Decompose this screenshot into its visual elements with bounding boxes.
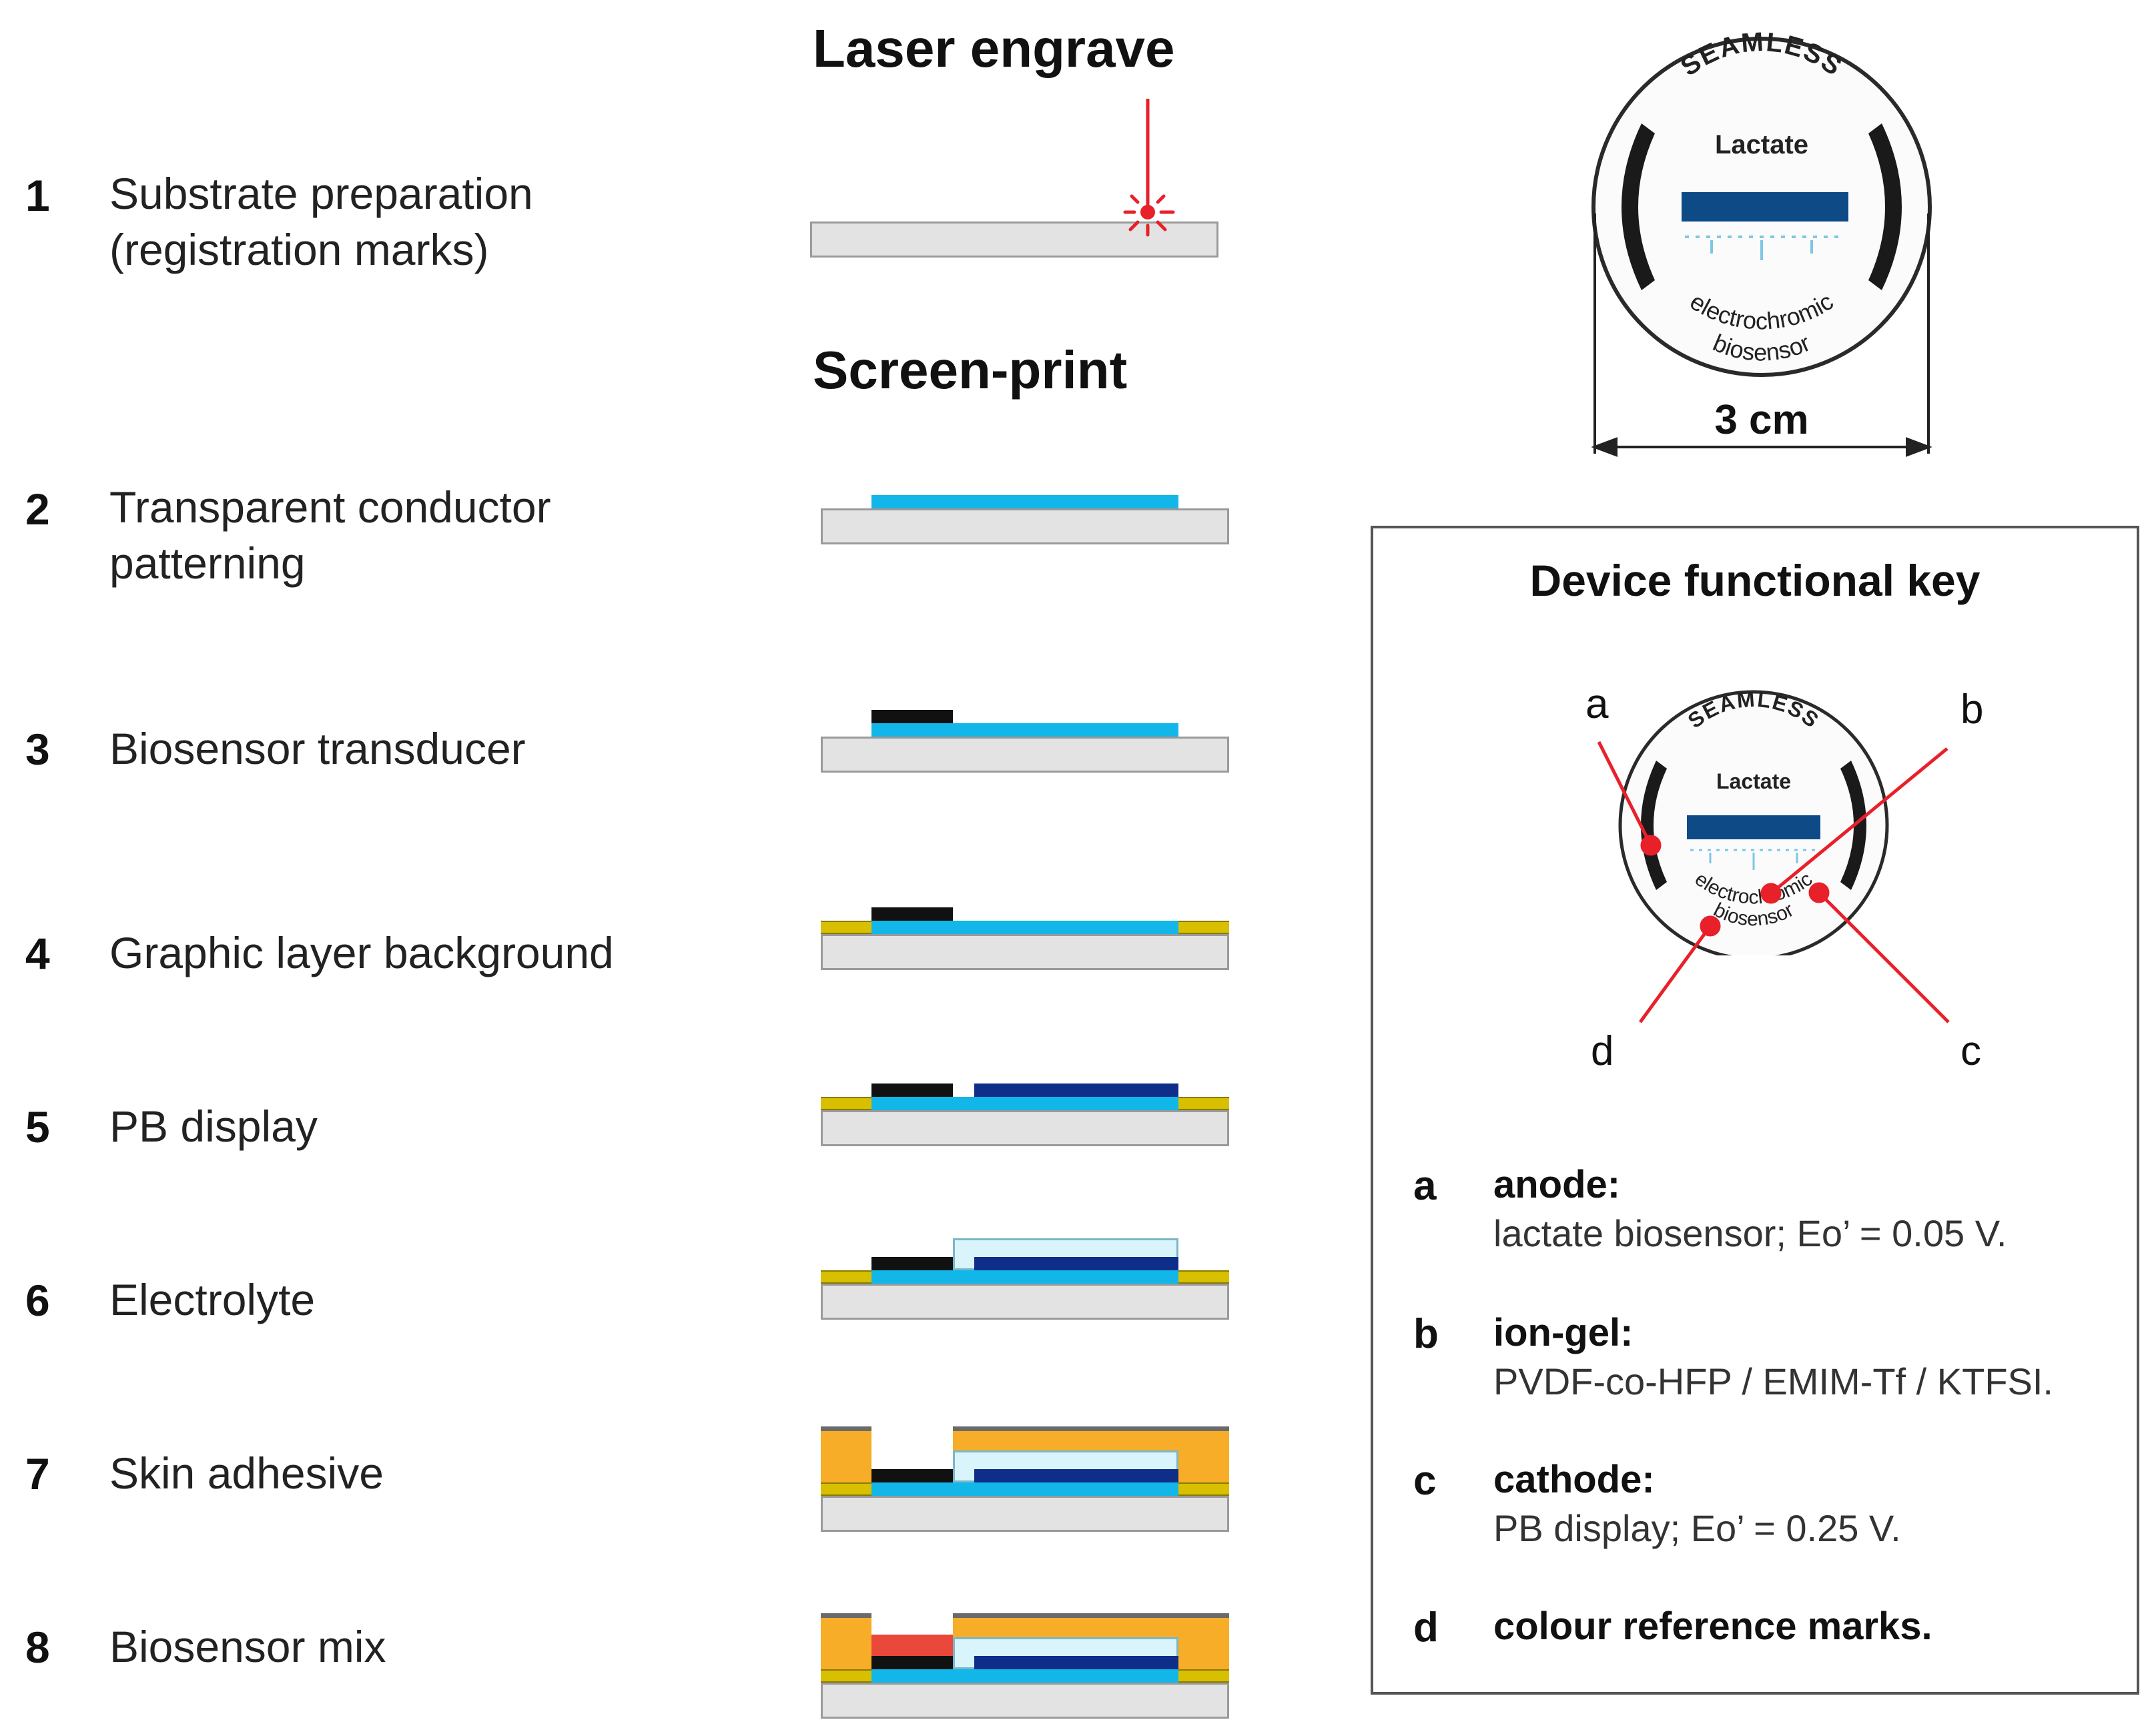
pb-display-layer — [974, 1656, 1178, 1669]
step-label: Graphic layer background — [109, 928, 614, 977]
skin-adhesive-liner-right — [953, 1426, 1229, 1431]
pb-display-layer — [974, 1469, 1178, 1482]
biosensor-transducer-layer — [871, 1656, 953, 1669]
step-number: 7 — [25, 1449, 50, 1498]
graphic-layer-right — [1178, 1482, 1229, 1496]
callout-c: c — [1960, 1028, 1981, 1074]
key-item-term: colour reference marks. — [1493, 1605, 1932, 1648]
skin-adhesive-left — [821, 1428, 871, 1484]
step-label: Biosensor mix — [109, 1622, 386, 1671]
transparent-conductor-layer — [871, 495, 1178, 508]
key-item-desc: PB display; Eo’ = 0.25 V. — [1493, 1507, 1901, 1549]
substrate-layer — [810, 222, 1218, 258]
graphic-layer-right — [1178, 1669, 1229, 1683]
transparent-conductor-layer — [871, 921, 1178, 934]
screen-print-title: Screen-print — [813, 340, 1128, 400]
skin-adhesive-liner-right — [953, 1613, 1229, 1618]
substrate-layer — [821, 1683, 1229, 1719]
step-label: Skin adhesive — [109, 1448, 384, 1498]
biosensor-transducer-layer — [871, 710, 953, 723]
biosensor-transducer-layer — [871, 1469, 953, 1482]
graphic-layer-left — [821, 921, 871, 934]
key-callout-lines — [1597, 741, 1950, 1023]
pb-display-layer — [974, 1083, 1178, 1097]
step-label: Electrolyte — [109, 1275, 316, 1324]
key-item-desc: lactate biosensor; Eo’ = 0.05 V. — [1493, 1212, 2007, 1254]
step-number: 4 — [25, 929, 50, 978]
key-item-desc: PVDF-co-HFP / EMIM-Tf / KTFSI. — [1493, 1360, 2053, 1402]
transparent-conductor-layer — [871, 1097, 1178, 1110]
key-item-letter: b — [1413, 1311, 1439, 1357]
device-right-electrode — [1868, 123, 1902, 290]
graphic-layer-right — [1178, 1097, 1229, 1110]
substrate-layer — [821, 1284, 1229, 1320]
graphic-layer-left — [821, 1482, 871, 1496]
key-item-term: cathode: — [1493, 1458, 1655, 1501]
device-left-electrode — [1622, 123, 1655, 290]
substrate-layer — [821, 1110, 1229, 1146]
pb-display-layer — [974, 1257, 1178, 1270]
callout-a: a — [1585, 681, 1609, 727]
device-analyte-text: Lactate — [1715, 130, 1808, 159]
step-label: PB display — [109, 1102, 318, 1151]
key-item-letter: a — [1413, 1163, 1437, 1209]
key-left-electrode — [1641, 761, 1667, 890]
key-item-term: anode: — [1493, 1163, 1621, 1206]
key-reference-marks — [1690, 849, 1817, 870]
step-number: 6 — [25, 1276, 50, 1325]
substrate-layer — [821, 934, 1229, 970]
step-label: Biosensor transducer — [109, 724, 526, 773]
graphic-layer-right — [1178, 921, 1229, 934]
callout-b: b — [1960, 687, 1984, 733]
callout-d: d — [1591, 1028, 1614, 1074]
step-label: Substrate preparation (registration mark… — [109, 169, 533, 274]
device-reference-marks — [1685, 236, 1845, 260]
graphic-layer-right — [1178, 1270, 1229, 1284]
key-item-letter: d — [1413, 1605, 1439, 1651]
biosensor-transducer-layer — [871, 1083, 953, 1097]
step-number: 3 — [25, 725, 50, 774]
skin-adhesive-liner-left — [821, 1613, 871, 1618]
substrate-layer — [821, 1496, 1229, 1532]
device-photo: SEAMLESS Lactate electrochromic biosenso… — [1591, 27, 1932, 457]
skin-adhesive-left — [821, 1615, 871, 1671]
key-title: Device functional key — [1529, 556, 1981, 605]
substrate-layer — [821, 737, 1229, 773]
transparent-conductor-layer — [871, 1669, 1178, 1683]
device-display-bar — [1682, 192, 1848, 222]
laser-engrave-title: Laser engrave — [813, 19, 1175, 78]
biosensor-mix-layer — [871, 1635, 953, 1656]
key-device-analyte-text: Lactate — [1716, 769, 1791, 793]
transparent-conductor-layer — [871, 1270, 1178, 1284]
transparent-conductor-layer — [871, 1482, 1178, 1496]
device-functional-key: Device functional key SEAMLESS Lactate e… — [1371, 526, 2139, 1695]
graphic-layer-left — [821, 1669, 871, 1683]
step-number: 2 — [25, 484, 50, 534]
key-item-term: ion-gel: — [1493, 1311, 1634, 1354]
transparent-conductor-layer — [871, 723, 1178, 737]
dimension-label: 3 cm — [1714, 397, 1808, 443]
biosensor-transducer-layer — [871, 907, 953, 921]
substrate-layer — [821, 508, 1229, 544]
biosensor-transducer-layer — [871, 1257, 953, 1270]
graphic-layer-left — [821, 1097, 871, 1110]
key-item-letter: c — [1413, 1458, 1437, 1504]
graphic-layer-left — [821, 1270, 871, 1284]
dimension-arrow — [1591, 213, 1932, 457]
skin-adhesive-liner-left — [821, 1426, 871, 1431]
step-label: Transparent conductor patterning — [109, 482, 551, 588]
key-display-bar — [1687, 815, 1820, 839]
step-number: 8 — [25, 1623, 50, 1672]
step-number: 5 — [25, 1102, 50, 1152]
laser-icon — [1123, 99, 1175, 237]
key-right-electrode — [1840, 761, 1866, 890]
step-number: 1 — [25, 171, 50, 220]
